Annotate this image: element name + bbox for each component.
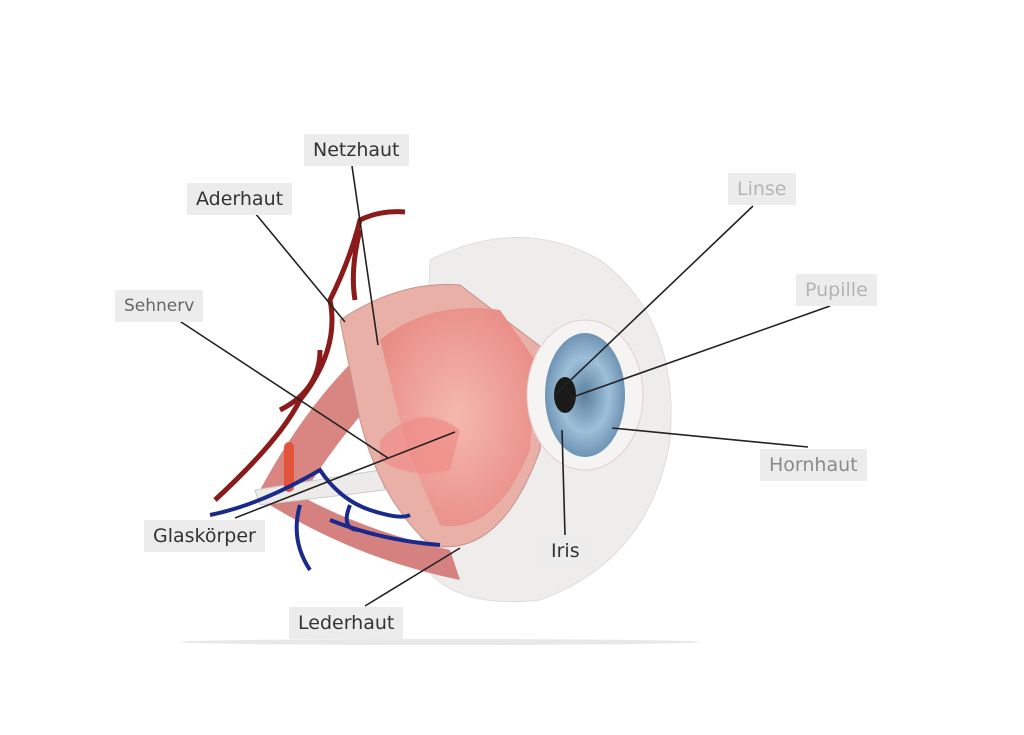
artery [213,209,406,502]
label-aderhaut: Aderhaut [187,183,293,215]
leader-netzhaut [351,165,379,346]
leader-hornhaut [611,427,809,448]
leader-aderhaut [254,212,346,323]
label-hornhaut: Hornhaut [760,449,867,481]
leader-lines [174,165,831,607]
leader-lederhaut [364,547,461,607]
leader-pupille [569,305,831,399]
ground-shadow [180,639,700,645]
vein [209,467,441,572]
leader-glaskoerper [234,431,456,519]
label-pupille: Pupille [796,274,877,306]
leader-iris [561,429,566,536]
eye-muscle [270,490,460,580]
artery-segment [284,442,294,492]
label-glaskoerper: Glaskörper [144,520,265,552]
iris-disc [545,333,625,457]
label-linse: Linse [728,173,796,205]
label-sehnerv: Sehnerv [115,290,204,322]
leader-linse [554,205,754,396]
label-iris: Iris [542,535,589,567]
pupil [554,377,576,413]
label-netzhaut: Netzhaut [304,134,409,166]
label-lederhaut: Lederhaut [289,607,404,639]
leader-sehnerv [174,317,389,459]
